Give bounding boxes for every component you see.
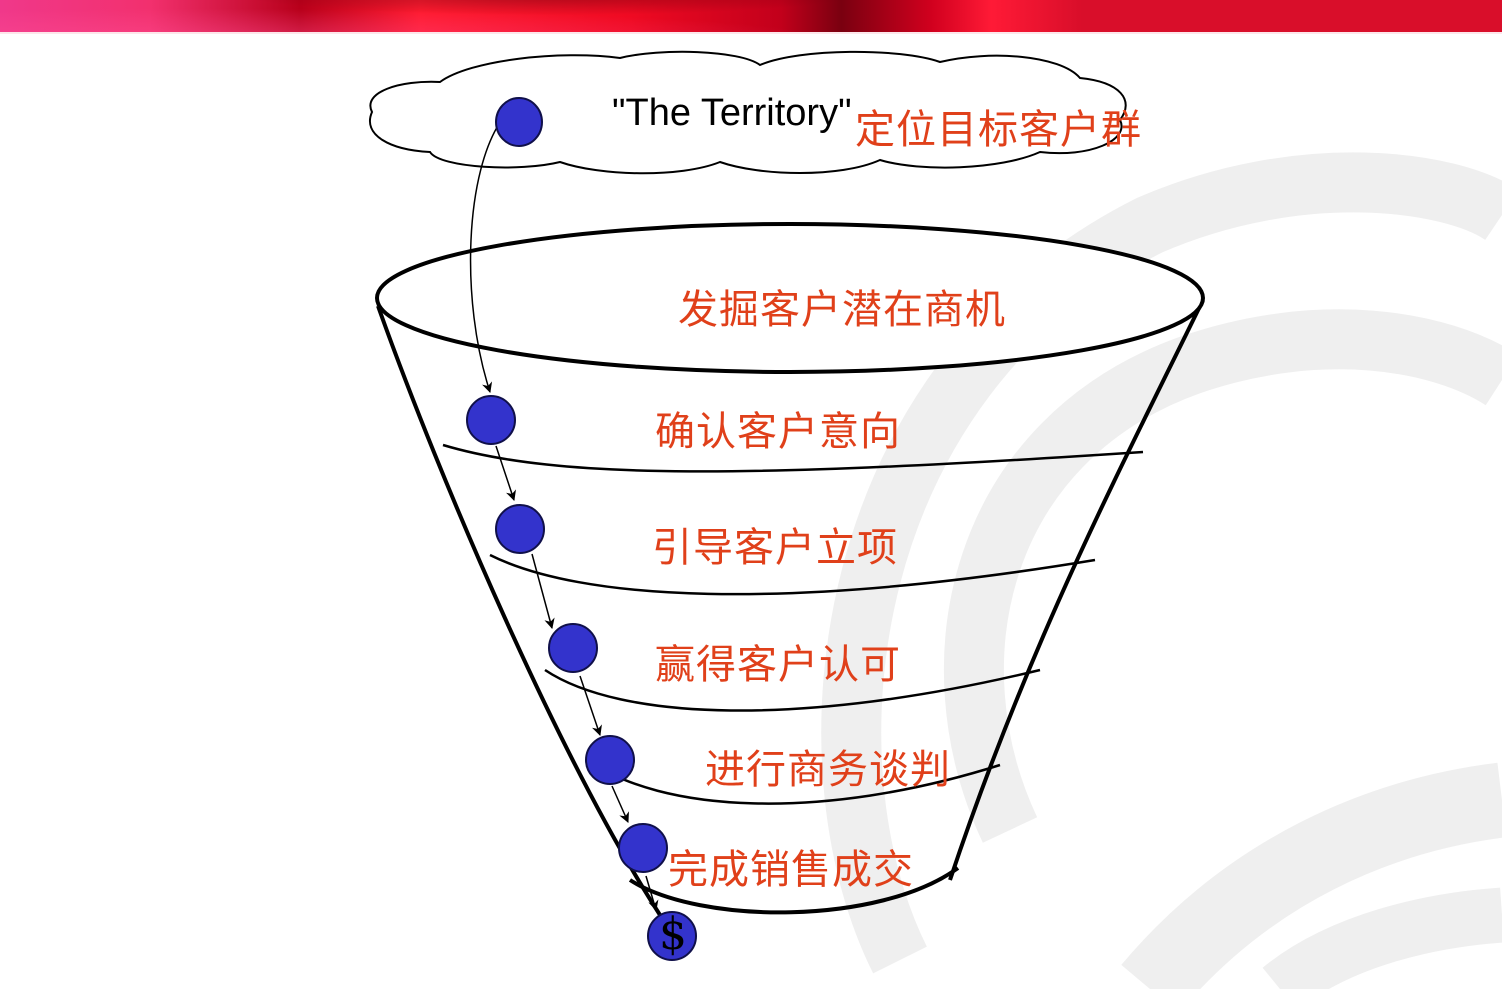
ball-territory xyxy=(495,97,543,147)
stage-label-4: 赢得客户认可 xyxy=(655,642,901,688)
stage-label-2: 确认客户意向 xyxy=(655,409,901,455)
ball-result xyxy=(647,911,697,961)
stage-label-6: 完成销售成交 xyxy=(668,847,914,893)
header-banner xyxy=(0,0,1502,32)
funnel xyxy=(375,222,1205,917)
stage-label-1: 发掘客户潜在商机 xyxy=(678,287,1006,333)
dollar-icon: $ xyxy=(659,909,687,960)
ball-stage-3 xyxy=(495,504,545,554)
ball-stage-2 xyxy=(466,395,516,445)
stage-balls xyxy=(466,97,697,961)
header-divider xyxy=(0,32,1502,34)
territory-cloud xyxy=(369,50,1127,175)
ball-stage-4 xyxy=(548,623,598,673)
stage-label-3: 引导客户立项 xyxy=(652,525,898,571)
flow-arrows xyxy=(469,117,659,912)
ball-stage-6 xyxy=(618,823,668,873)
territory-title: "The Territory" xyxy=(612,92,852,134)
territory-label: 定位目标客户群 xyxy=(855,107,1142,153)
stage-label-5: 进行商务谈判 xyxy=(705,747,951,793)
ball-stage-5 xyxy=(585,735,635,785)
header-banner-photo xyxy=(0,0,1000,32)
